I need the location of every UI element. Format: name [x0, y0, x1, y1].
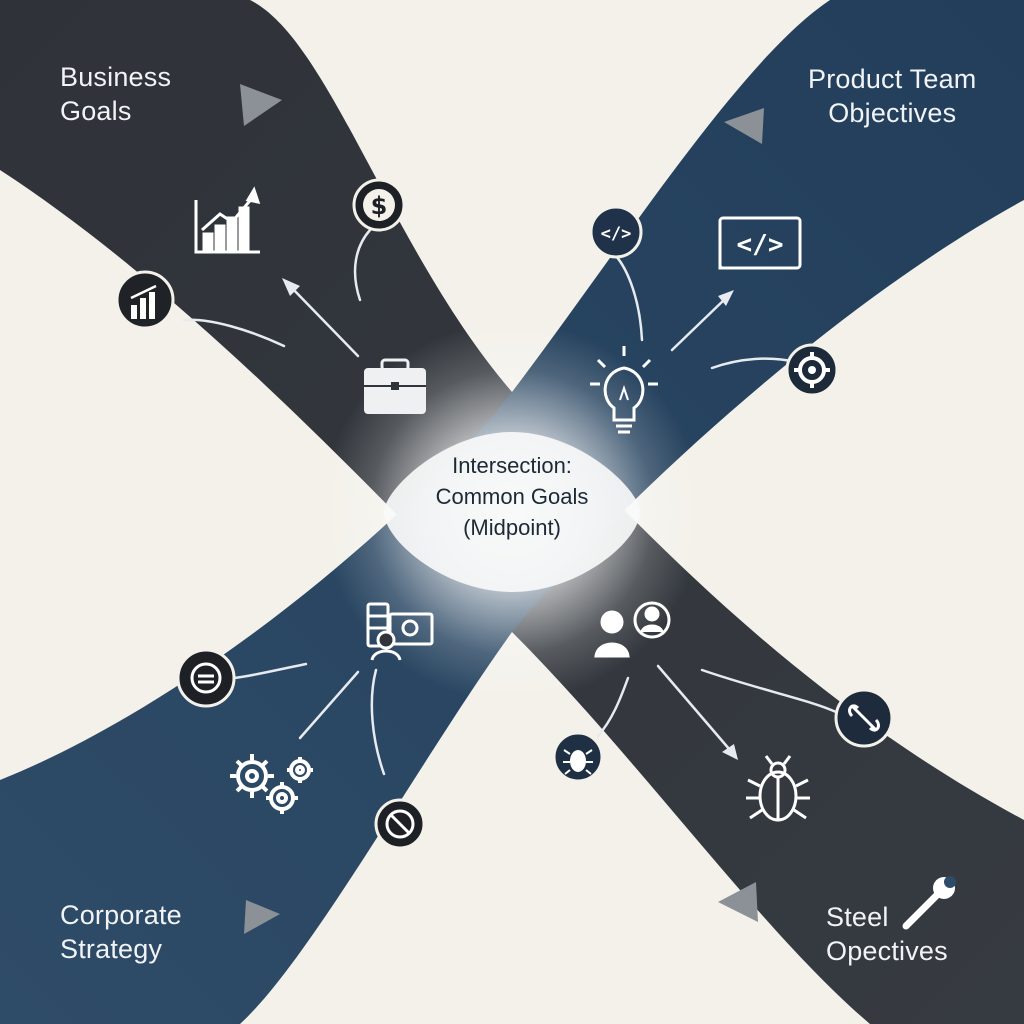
center-label-line2: Common Goals	[435, 484, 589, 509]
label-business-goals: Business Goals	[60, 60, 171, 128]
center-node	[384, 432, 640, 592]
connector-lines	[182, 228, 838, 776]
label-steel-line2: Opectives	[826, 936, 948, 966]
gear-badge-icon	[785, 343, 839, 397]
code-badge-symbol: </>	[601, 224, 632, 244]
label-corporate-strategy: Corporate Strategy	[60, 898, 182, 966]
center-label: Intersection: Common Goals (Midpoint)	[392, 450, 632, 543]
code-badge-icon: </>	[589, 205, 643, 259]
dollar-symbol: $	[371, 192, 388, 220]
label-business-goals-line2: Goals	[60, 96, 132, 126]
unlink-badge-icon	[834, 688, 894, 748]
center-label-line1: Intersection:	[452, 453, 572, 478]
center-label-line3: (Midpoint)	[463, 515, 561, 540]
label-product-team-line1: Product Team	[808, 64, 977, 94]
label-product-team-objectives: Product Team Objectives	[808, 62, 977, 130]
label-product-team-line2: Objectives	[828, 98, 957, 128]
arrowhead-bottom-left	[244, 900, 280, 934]
link-badge-icon	[176, 648, 236, 708]
wrench-icon	[902, 876, 956, 930]
label-business-goals-line1: Business	[60, 62, 172, 92]
label-corporate-line2: Strategy	[60, 934, 163, 964]
bar-chart-badge-icon	[115, 270, 175, 330]
lightbulb-icon	[590, 346, 658, 434]
label-corporate-line1: Corporate	[60, 900, 182, 930]
arrowhead-bottom-right	[718, 882, 758, 922]
gears-icon	[230, 754, 313, 814]
bug-badge-icon	[552, 731, 604, 783]
server-settings-icon	[366, 602, 434, 661]
blocked-badge-icon	[374, 798, 426, 850]
label-steel-opectives: Steel Opectives	[826, 900, 948, 968]
arrowhead-top-left	[240, 84, 282, 126]
bar-chart-trend-icon	[194, 186, 261, 254]
code-window-icon: </>	[718, 216, 802, 270]
dollar-coin-icon: $	[352, 178, 406, 232]
code-window-symbol: </>	[737, 230, 784, 260]
connector-arrow-top-left	[282, 278, 300, 296]
connector-arrow-bottom-right	[722, 744, 738, 760]
connector-arrow-top-right	[718, 290, 734, 306]
users-icon	[594, 601, 671, 658]
label-steel-line1: Steel	[826, 902, 889, 932]
bug-icon	[746, 755, 810, 822]
arrowhead-top-right	[724, 108, 764, 144]
briefcase-icon	[364, 358, 426, 414]
